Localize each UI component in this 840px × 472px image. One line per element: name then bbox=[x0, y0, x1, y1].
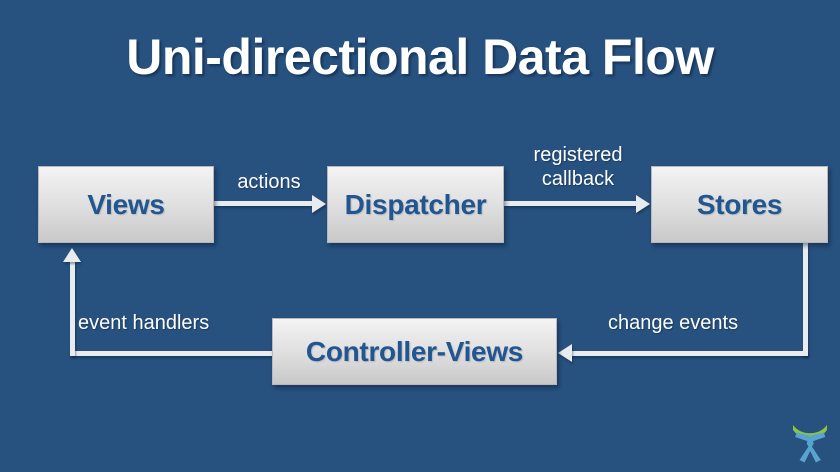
connector-stores-to-controller bbox=[570, 351, 808, 356]
connector-left-up-to-views bbox=[70, 262, 75, 356]
node-views-label: Views bbox=[87, 188, 165, 220]
page-title: Uni-directional Data Flow bbox=[126, 29, 714, 85]
person-arc-logo bbox=[793, 425, 827, 463]
connector-views-to-dispatcher bbox=[214, 201, 314, 206]
node-controller-views-label: Controller-Views bbox=[305, 335, 524, 367]
logo-figure-icon bbox=[795, 432, 826, 463]
edge-label-registered-callback: registered callback bbox=[533, 144, 623, 190]
node-dispatcher-label: Dispatcher bbox=[344, 188, 487, 220]
connector-dispatcher-to-stores bbox=[504, 201, 638, 206]
connector-stores-down bbox=[803, 243, 808, 356]
arrowhead-controller-to-views bbox=[63, 248, 81, 262]
node-stores-label: Stores bbox=[696, 188, 783, 220]
edge-label-actions: actions bbox=[237, 171, 301, 193]
arrowhead-views-to-dispatcher bbox=[312, 195, 326, 213]
edge-label-change-events: change events bbox=[608, 312, 739, 334]
node-controller-views[interactable]: Controller-Views bbox=[272, 318, 557, 385]
connector-controller-to-left bbox=[70, 351, 274, 356]
node-dispatcher[interactable]: Dispatcher bbox=[327, 166, 504, 243]
arrowhead-dispatcher-to-stores bbox=[636, 195, 650, 213]
node-stores[interactable]: Stores bbox=[651, 166, 828, 243]
arrowhead-stores-to-controller bbox=[558, 344, 572, 362]
node-views[interactable]: Views bbox=[38, 166, 214, 243]
edge-label-event-handlers: event handlers bbox=[78, 312, 210, 334]
